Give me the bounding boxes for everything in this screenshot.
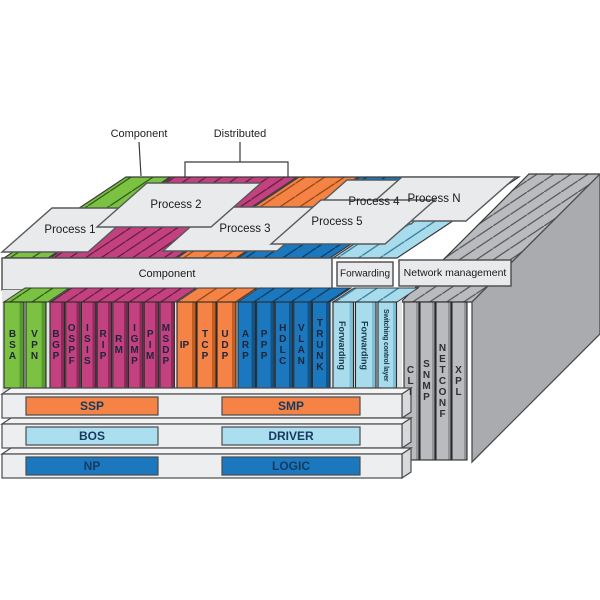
card-label-msdp: MSDP bbox=[160, 323, 172, 367]
ssp-label: SSP bbox=[79, 399, 105, 413]
bos-label: BOS bbox=[78, 429, 106, 443]
bus-bars bbox=[1, 257, 512, 291]
card-label-vpn: VPN bbox=[29, 328, 40, 362]
platform-bars bbox=[25, 396, 361, 476]
slab1-top bbox=[0, 387, 413, 395]
network-management-bar bbox=[398, 259, 512, 287]
callout-lines bbox=[138, 141, 289, 178]
np-bar bbox=[25, 456, 159, 476]
card-label-forwarding-1: Forwarding bbox=[337, 320, 347, 370]
card-label-cli: CLI bbox=[405, 364, 416, 398]
logic-bar bbox=[221, 456, 361, 476]
component-callout-line bbox=[138, 141, 142, 177]
card-label-bgp: BGP bbox=[50, 328, 62, 362]
card-label-hdlc: HDLC bbox=[277, 323, 289, 367]
card-label-netconf: NETCONF bbox=[437, 342, 448, 420]
card-label-snmp: SNMP bbox=[421, 359, 432, 403]
card-label-trunk: TRUNK bbox=[314, 317, 326, 373]
hardware-block bbox=[471, 173, 600, 464]
process-plates bbox=[0, 176, 518, 253]
component-bar bbox=[1, 257, 333, 291]
card-label-rip: RIP bbox=[97, 328, 109, 362]
distributed-bracket bbox=[184, 161, 289, 178]
card-label-switching-control-layer: Switching control layer bbox=[382, 308, 389, 382]
process-n-label: Process N bbox=[407, 193, 461, 205]
card-label-xpl: XPL bbox=[453, 364, 464, 398]
card-xpl bbox=[451, 301, 468, 461]
card-label-vlan: VLAN bbox=[295, 323, 307, 367]
process-4-label: Process 4 bbox=[348, 196, 400, 208]
slab3-top bbox=[0, 447, 413, 455]
card-label-tcp: TCP bbox=[199, 328, 211, 362]
card-label-igmp: IGMP bbox=[129, 323, 140, 367]
card-label-arp: ARP bbox=[240, 328, 251, 362]
driver-label: DRIVER bbox=[268, 429, 314, 443]
process-3-label: Process 3 bbox=[219, 223, 271, 235]
card-label-rm: RM bbox=[113, 334, 125, 356]
sliver-routing bbox=[48, 287, 198, 303]
component-callout-label: Component bbox=[110, 128, 168, 140]
smp-label: SMP bbox=[277, 399, 305, 413]
card-netconf bbox=[435, 301, 452, 461]
process-1-label: Process 1 bbox=[44, 224, 96, 236]
logic-label: LOGIC bbox=[272, 459, 310, 473]
card-top-slivers bbox=[2, 287, 420, 303]
process-2-label: Process 2 bbox=[150, 199, 202, 211]
forwarding-bar-label: Forwarding bbox=[339, 268, 391, 280]
card-snmp bbox=[419, 301, 436, 461]
card-label-isis: ISIS bbox=[81, 323, 93, 367]
np-label: NP bbox=[83, 459, 101, 473]
card-label-ppp: PPP bbox=[258, 328, 270, 362]
smp-bar bbox=[221, 396, 361, 416]
plate-process-5 bbox=[269, 199, 437, 245]
card-label-pim: PIM bbox=[144, 328, 156, 362]
component-bar-label: Component bbox=[138, 268, 196, 280]
process-5-label: Process 5 bbox=[311, 216, 363, 228]
sliver-link bbox=[236, 287, 353, 303]
card-label-bsa: BSA bbox=[7, 328, 18, 362]
card-label-ospf: OSPF bbox=[66, 323, 78, 367]
ssp-bar bbox=[25, 396, 159, 416]
bos-bar bbox=[25, 426, 159, 446]
card-label-forwarding-2: Forwarding bbox=[359, 320, 370, 370]
distributed-callout-label: Distributed bbox=[213, 128, 267, 140]
driver-bar bbox=[221, 426, 361, 446]
forwarding-bar bbox=[336, 261, 394, 287]
card-label-ip: IP bbox=[179, 339, 190, 351]
plate-process-2 bbox=[95, 182, 263, 228]
slab2-top bbox=[0, 417, 413, 425]
card-label-udp: UDP bbox=[219, 328, 231, 362]
network-management-bar-label: Network management bbox=[403, 267, 507, 279]
